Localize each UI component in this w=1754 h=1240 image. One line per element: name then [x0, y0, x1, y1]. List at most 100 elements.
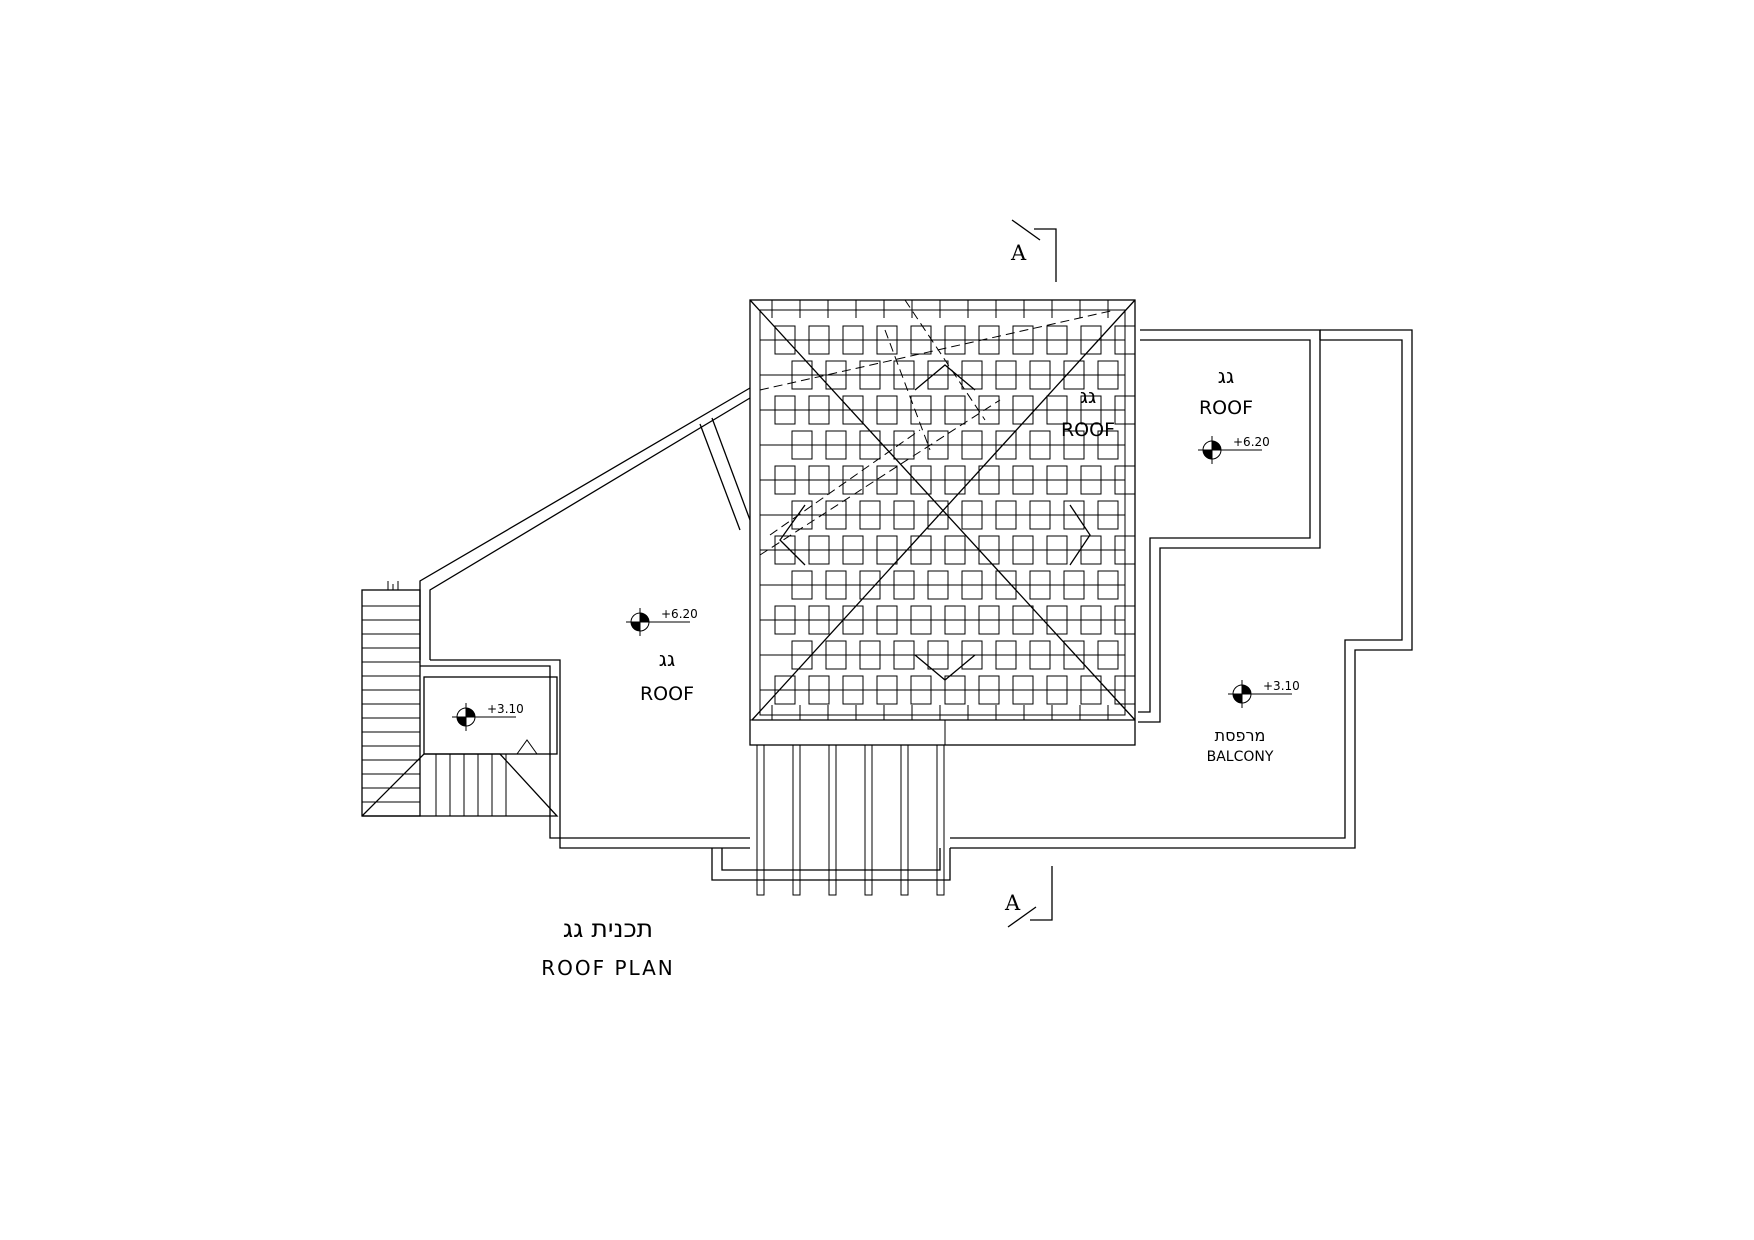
roof-tile — [1029, 500, 1051, 530]
level-value: +6.20 — [1233, 435, 1270, 449]
roof-tile — [910, 465, 932, 495]
roof-tile — [893, 500, 915, 530]
roof-tile — [774, 465, 796, 495]
roof-tile — [808, 465, 830, 495]
level-value: +3.10 — [487, 702, 524, 716]
roof-tile — [1063, 430, 1085, 460]
roof-tile — [1012, 535, 1034, 565]
roof-tile — [876, 535, 898, 565]
roof-tile — [1097, 430, 1119, 460]
roof-tile — [808, 605, 830, 635]
roof-label-en: ROOF — [640, 683, 694, 705]
roof-tile — [1114, 395, 1136, 425]
roof-tile — [1097, 500, 1119, 530]
roof-tile — [910, 535, 932, 565]
roof-tile — [825, 360, 847, 390]
roof-tile — [995, 430, 1017, 460]
roof-tile — [1080, 395, 1102, 425]
roof-tile — [876, 395, 898, 425]
roof-tile — [1114, 535, 1136, 565]
roof-tile — [842, 325, 864, 355]
roof-tile — [1029, 430, 1051, 460]
roof-label-right: גג ROOF — [1199, 364, 1253, 419]
roof-tile — [791, 570, 813, 600]
roof-tile — [1114, 675, 1136, 705]
roof-tile — [859, 640, 881, 670]
roof-tile — [1080, 325, 1102, 355]
roof-tile — [876, 675, 898, 705]
section-marker-bottom: A — [1004, 866, 1053, 928]
level-value: +3.10 — [1263, 679, 1300, 693]
roof-tile — [995, 570, 1017, 600]
roof-tile — [1114, 605, 1136, 635]
roof-tile — [1063, 500, 1085, 530]
section-label: A — [1004, 891, 1021, 915]
roof-tile — [1046, 395, 1068, 425]
level-marker-left-roof: +6.20 — [626, 607, 698, 636]
building-outline — [419, 329, 1413, 881]
roof-tile — [1012, 325, 1034, 355]
title-en: ROOF PLAN — [541, 956, 675, 980]
section-marker-top: A — [1010, 219, 1057, 282]
roof-tile — [961, 360, 983, 390]
level-marker-right-roof: +6.20 — [1198, 435, 1270, 464]
roof-tile — [1012, 465, 1034, 495]
roof-tile — [1114, 325, 1136, 355]
roof-tile — [978, 465, 1000, 495]
pergola-beam — [756, 744, 765, 896]
roof-label-he: גג — [1218, 364, 1234, 388]
roof-tile — [978, 605, 1000, 635]
roof-tile — [842, 535, 864, 565]
roof-tile — [808, 675, 830, 705]
roof-tile — [961, 430, 983, 460]
roof-tile — [1097, 640, 1119, 670]
roof-tile — [825, 640, 847, 670]
roof-tile — [808, 535, 830, 565]
roof-tile — [1097, 570, 1119, 600]
pergola-beam — [900, 744, 909, 896]
pergola-beam — [828, 744, 837, 896]
roof-tile — [893, 360, 915, 390]
roof-tile — [893, 640, 915, 670]
level-marker-balcony: +3.10 — [1228, 679, 1300, 708]
roof-tile — [1029, 570, 1051, 600]
roof-tile — [859, 500, 881, 530]
pergola-beam — [792, 744, 801, 896]
roof-tile — [944, 535, 966, 565]
balcony-label-en: BALCONY — [1207, 749, 1274, 765]
roof-tile — [961, 640, 983, 670]
roof-tile — [1012, 675, 1034, 705]
level-marker-lower-roof: +3.10 — [452, 702, 524, 731]
roof-tile — [978, 675, 1000, 705]
title-he: תכנית גג — [563, 914, 653, 943]
roof-label-en: ROOF — [1061, 419, 1115, 441]
roof-tile — [995, 640, 1017, 670]
roof-tile — [825, 570, 847, 600]
stairs — [361, 581, 559, 817]
roof-tile — [1063, 360, 1085, 390]
roof-tile — [1012, 605, 1034, 635]
roof-tile — [893, 570, 915, 600]
roof-tile — [944, 465, 966, 495]
roof-tile — [774, 535, 796, 565]
balcony-label: מרפסת BALCONY — [1207, 726, 1274, 765]
roof-tile — [1080, 605, 1102, 635]
pergola-beam — [864, 744, 873, 896]
roof-tile — [859, 570, 881, 600]
pergola-beam — [936, 744, 945, 896]
central-hip-roof — [749, 299, 1136, 896]
balcony-label-he: מרפסת — [1215, 726, 1266, 745]
roof-tile — [978, 325, 1000, 355]
roof-tile — [876, 605, 898, 635]
roof-label-he: גג — [1080, 384, 1096, 408]
roof-tile — [944, 605, 966, 635]
roof-tile — [1080, 675, 1102, 705]
roof-tile — [774, 325, 796, 355]
roof-tile — [876, 465, 898, 495]
roof-tile — [927, 430, 949, 460]
roof-tile — [1046, 675, 1068, 705]
roof-tile — [1114, 465, 1136, 495]
roof-tile — [1012, 395, 1034, 425]
roof-tile — [1063, 570, 1085, 600]
